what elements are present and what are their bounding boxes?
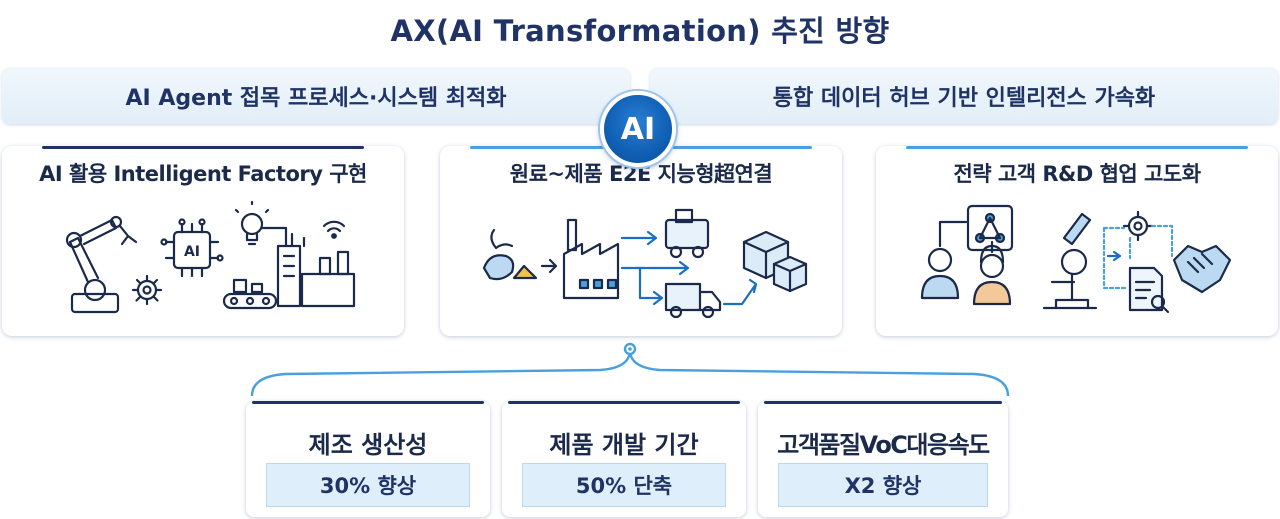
user-male-icon xyxy=(922,249,958,298)
cart-icon xyxy=(666,210,708,257)
document-search-icon xyxy=(1130,268,1168,312)
result-topline xyxy=(764,401,1002,404)
robot-arm-icon xyxy=(67,217,136,312)
gear-icon xyxy=(133,276,161,304)
card-rnd-collaboration: 전략 고객 R&D 협업 고도화 xyxy=(876,146,1278,336)
delivery-truck-icon xyxy=(666,284,720,317)
wifi-icon xyxy=(324,222,344,238)
banner-data-hub: 통합 데이터 허브 기반 인텔리전스 가속화 xyxy=(650,68,1278,124)
user-female-icon xyxy=(974,246,1010,304)
arrow-icon xyxy=(622,262,688,274)
card-intelligent-factory: AI 활용 Intelligent Factory 구현 AI xyxy=(2,146,404,336)
dotted-connector xyxy=(1104,226,1172,288)
arrow-icon xyxy=(622,232,656,244)
result-value: 50% 단축 xyxy=(522,463,726,507)
page-title: AX(AI Transformation) 추진 방향 xyxy=(390,14,890,48)
brace-connector xyxy=(246,340,1016,400)
supply-chain-illustration xyxy=(440,198,842,328)
banner-ai-agent: AI Agent 접목 프로세스·시스템 최적화 xyxy=(2,68,630,124)
result-voc-speed: 고객품질VoC대응속도 X2 향상 xyxy=(758,401,1008,517)
arrow-icon xyxy=(542,260,556,272)
card-e2e-connection: 원료~제품 E2E 지능형超연결 xyxy=(440,146,842,336)
factory-illustration: AI xyxy=(2,198,404,328)
card-title: 전략 고객 R&D 협업 고도화 xyxy=(953,162,1201,186)
conveyor-icon xyxy=(224,280,276,308)
result-value: X2 향상 xyxy=(778,463,988,507)
chip-label: AI xyxy=(184,244,200,260)
network-icon xyxy=(968,206,1012,250)
result-productivity: 제조 생산성 30% 향상 xyxy=(246,401,490,517)
rnd-illustration xyxy=(876,198,1278,328)
banner-label: AI Agent 접목 프로세스·시스템 최적화 xyxy=(125,86,507,111)
card-topline xyxy=(906,146,1248,149)
lightbulb-icon xyxy=(236,202,286,246)
microscope-icon xyxy=(1044,214,1096,308)
result-title: 제조 생산성 xyxy=(308,431,428,459)
result-value: 30% 향상 xyxy=(266,463,470,507)
ai-badge: AI xyxy=(600,91,676,167)
gear-icon xyxy=(1124,212,1152,240)
boxes-icon xyxy=(744,232,806,291)
raw-material-icon xyxy=(484,230,536,279)
ai-chip-icon: AI xyxy=(162,220,223,277)
result-topline xyxy=(252,401,484,404)
factory-icon xyxy=(564,220,618,298)
arrow-icon xyxy=(724,280,756,304)
card-topline xyxy=(42,146,364,149)
result-title: 제품 개발 기간 xyxy=(549,431,699,459)
arrow-icon xyxy=(640,268,662,304)
card-title: AI 활용 Intelligent Factory 구현 xyxy=(39,162,367,186)
result-title: 고객품질VoC대응속도 xyxy=(777,431,990,459)
result-dev-period: 제품 개발 기간 50% 단축 xyxy=(502,401,746,517)
factory-building-icon xyxy=(278,234,354,306)
banner-label: 통합 데이터 허브 기반 인텔리전스 가속화 xyxy=(772,86,1156,111)
handshake-icon xyxy=(1174,246,1230,292)
result-topline xyxy=(508,401,740,404)
arrow-icon xyxy=(1108,252,1120,260)
